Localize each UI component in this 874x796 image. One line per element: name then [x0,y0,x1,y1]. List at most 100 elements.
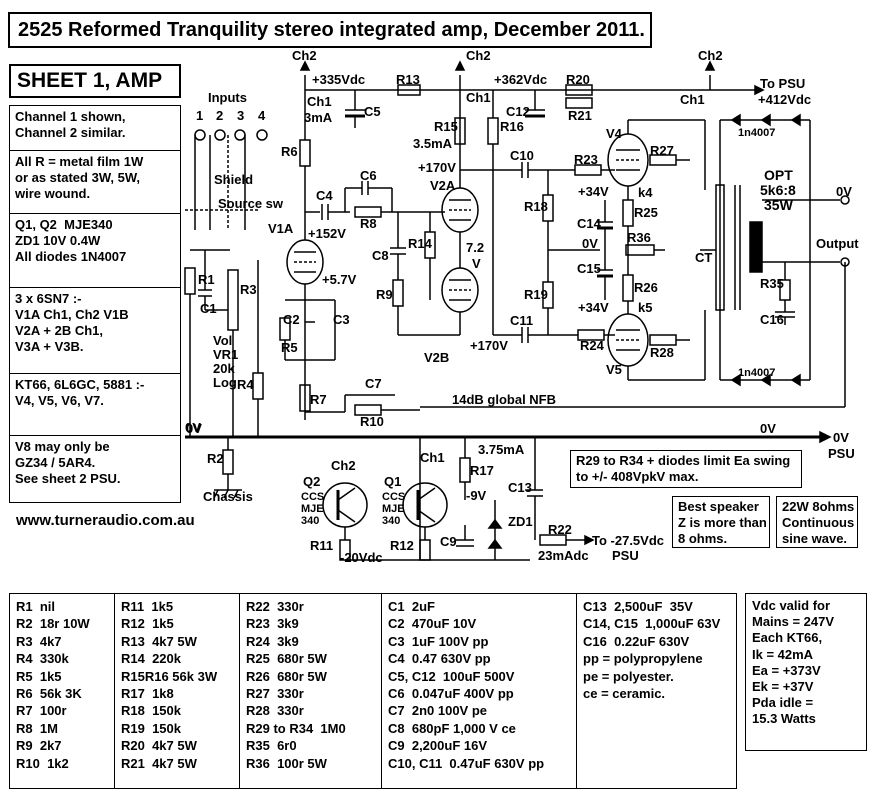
q2-ccs-label: CCS [301,491,324,503]
ch2-ccs-label: Ch2 [331,458,356,473]
b-plus-412-label: +412Vdc [758,92,811,107]
list-item: R36 100r 5W [246,755,327,771]
list-item: pp = polypropylene [583,651,703,667]
r21-label: R21 [568,108,592,123]
vdc-notes: Vdc valid for Mains = 247V Each KT66, Ik… [745,593,867,751]
list-item: R25 680r 5W [246,651,327,667]
r35-label: R35 [760,276,784,291]
note-6sn7: 3 x 6SN7 :- V1A Ch1, Ch2 V1B V2A + 2B Ch… [10,287,180,373]
r5-label: R5 [281,340,298,355]
opt-label: OPT [764,167,793,183]
list-item: C6 0.047uF 400V pp [388,686,514,702]
note-output-tubes: KT66, 6L6GC, 5881 :- V4, V5, V6, V7. [10,373,180,435]
r3-label: R3 [240,282,257,297]
c5-label: C5 [364,104,381,119]
input-4-label: 4 [258,108,266,123]
v9-label: -9V [466,488,487,503]
list-item: Vdc valid for [752,598,831,613]
r24-label: R24 [580,338,605,353]
c1-label: C1 [200,301,217,316]
list-item: C2 470uF 10V [388,616,477,632]
b-plus-335-label: +335Vdc [312,72,365,87]
r7-label: R7 [310,392,327,407]
ch1-label-a: Ch1 [307,94,332,109]
note-rectifier: V8 may only be GZ34 / 5AR4. See sheet 2 … [10,435,180,504]
r36-label: R36 [627,230,651,245]
q2-340-label: 340 [301,515,319,527]
list-item: R12 1k5 [121,616,174,632]
list-item: Ek = +37V [752,679,814,695]
ov-output-label: 0V [836,184,852,199]
r16-label: R16 [500,119,524,134]
r20-label: R20 [566,72,590,87]
note-semiconductors: Q1, Q2 MJE340 ZD1 10V 0.4W All diodes 1N… [10,213,180,287]
current-23ma-label: 23mAdc [538,548,589,563]
current-3ma-label: 3mA [304,110,333,125]
list-item: R14 220k [121,651,181,667]
r1-label: R1 [198,272,215,287]
r26-label: R26 [634,280,658,295]
q1-340-label: 340 [382,515,400,527]
psu-label: PSU [828,446,855,461]
b-plus-362-label: +362Vdc [494,72,547,87]
list-item: R28 330r [246,703,304,719]
v170-bottom-label: +170V [470,338,508,353]
r19-label: R19 [524,287,548,302]
list-item: C14, C15 1,000uF 63V [583,616,721,632]
c15-label: C15 [577,261,601,276]
q2-label: Q2 [303,474,320,489]
ch1-label-c: Ch1 [680,92,705,107]
parts-column-5: C13 2,500uF 35V C14, C15 1,000uF 63V C16… [576,594,735,788]
vr1-label: VR1 [213,347,238,362]
website-url: www.turneraudio.com.au [16,512,195,529]
list-item: R3 4k7 [16,633,62,649]
c3-label: C3 [333,312,350,327]
r17-label: R17 [470,463,494,478]
left-notes-panel: Channel 1 shown, Channel 2 similar. All … [9,105,181,503]
list-item: R2 18r 10W [16,616,90,632]
list-item: R1 nil [16,599,56,614]
v5-label: V5 [606,362,622,377]
list-item: C1 2uF [388,599,435,614]
speaker-note: Best speaker Z is more than 8 ohms. [672,496,770,548]
ov-psu-label: 0V [833,430,849,445]
list-item: 15.3 Watts [752,711,816,727]
r8-label: R8 [360,216,377,231]
to-275-label: To -27.5Vdc [592,533,664,548]
list-item: R18 150k [121,703,181,719]
c12-label: C12 [506,104,530,119]
r18-label: R18 [524,199,548,214]
c6-label: C6 [360,168,377,183]
c14-label: C14 [577,216,602,231]
zd1-label: ZD1 [508,514,533,529]
volt-unit-label: V [472,256,481,271]
list-item: R9 2k7 [16,738,62,754]
note-channel: Channel 1 shown, Channel 2 similar. [15,109,126,140]
c11-label: C11 [510,313,533,328]
list-item: R5 1k5 [16,668,62,684]
list-item: R20 4k7 5W [121,738,197,754]
c7-label: C7 [365,376,382,391]
center-tap-label: CT [695,250,712,265]
ov-mid-label: 0V [582,236,598,251]
c8-label: C8 [372,248,389,263]
v1a-label: V1A [268,221,294,236]
r12-label: R12 [390,538,414,553]
r14-label: R14 [408,236,433,251]
source-switch-label: Source sw [218,196,284,211]
r23-label: R23 [574,152,598,167]
r22-label: R22 [548,522,572,537]
v34-bottom-label: +34V [578,300,609,315]
input-3-label: 3 [237,108,244,123]
r25-label: R25 [634,205,658,220]
list-item: C13 2,500uF 35V [583,599,693,614]
list-item: Mains = 247V [752,614,835,630]
q2-mje-label: MJE [301,503,324,515]
list-item: C7 2n0 100V pe [388,703,487,719]
ov-rail-right-label: 0V [760,421,776,436]
list-item: Pda idle = [752,695,814,711]
list-item: R29 to R34 1M0 [246,720,346,736]
v152-label: +152V [308,226,346,241]
list-item: C9 2,200uF 16V [388,738,487,754]
